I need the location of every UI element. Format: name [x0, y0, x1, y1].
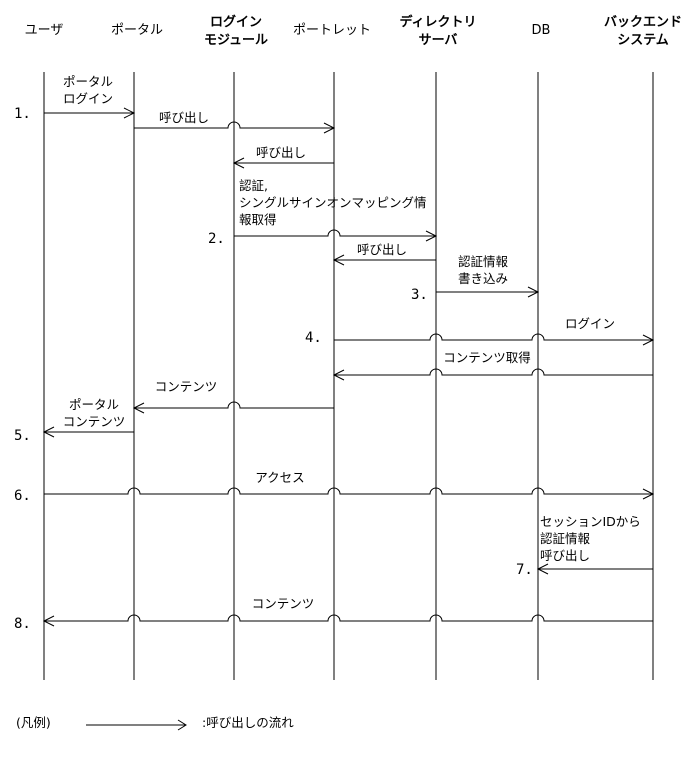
- message-arrowhead-dir-to-portlet: [332, 254, 345, 266]
- message-label-3-line-1: シングルサインオンマッピング情: [239, 195, 427, 210]
- step-number-6: 6.: [14, 488, 31, 504]
- message-label-8-line-0: コンテンツ: [155, 379, 218, 394]
- message-arrow-portal-to-portlet: [134, 121, 334, 129]
- message-label-0-line-1: ログイン: [63, 91, 113, 106]
- message-label-5-line-0: 認証情報: [458, 254, 509, 269]
- participant-dir-line-0: ディレクトリ: [399, 14, 476, 30]
- message-arrowhead-backend-to-user: [42, 615, 55, 627]
- message-arrowhead-portal-to-portlet: [323, 122, 336, 134]
- participant-db-line-0: DB: [532, 23, 551, 38]
- message-label-11-line-2: 呼び出し: [540, 548, 590, 563]
- step-number-4: 4.: [305, 330, 322, 346]
- step-number-3: 3.: [411, 287, 428, 303]
- message-arrowhead-portlet-to-portal: [132, 402, 145, 414]
- step-number-2: 2.: [208, 231, 225, 247]
- participant-user-line-0: ユーザ: [25, 23, 64, 38]
- message-arrow-login-to-dir: [234, 229, 436, 237]
- message-arrowhead-dir-to-db: [527, 286, 540, 298]
- step-numbers: 1. 2. 3. 4. 5. 6. 7. 8.: [14, 106, 533, 632]
- messages: ポータルログイン呼び出し呼び出し認証,シングルサインオンマッピング情報取得呼び出…: [42, 74, 655, 627]
- message-label-3-line-2: 報取得: [239, 212, 277, 227]
- legend-arrow-head: [177, 719, 187, 731]
- participant-backend-line-0: バックエンド: [604, 15, 682, 30]
- message-label-12-line-0: コンテンツ: [252, 596, 315, 611]
- message-label-10-line-0: アクセス: [255, 470, 304, 485]
- message-label-9-line-1: コンテンツ: [63, 414, 126, 429]
- message-arrowhead-backend-to-portlet: [332, 369, 345, 381]
- message-label-9-line-0: ポータル: [69, 397, 119, 412]
- message-arrowhead-portlet-to-backend: [642, 334, 655, 346]
- step-number-1: 1.: [14, 106, 31, 122]
- legend-label: (凡例): [16, 715, 51, 730]
- message-arrow-backend-to-user: [44, 614, 653, 622]
- participant-portlet-line-0: ポートレット: [293, 23, 371, 38]
- message-arrowhead-user-to-portal: [123, 107, 136, 119]
- message-arrow-portlet-to-portal: [134, 401, 334, 409]
- message-label-6-line-0: ログイン: [565, 316, 615, 331]
- participant-dir-line-1: サーバ: [419, 33, 458, 48]
- message-arrow-user-to-backend: [44, 487, 653, 495]
- participant-portal-line-0: ポータル: [111, 23, 163, 38]
- message-label-3-line-0: 認証,: [239, 178, 268, 193]
- message-label-11-line-1: 認証情報: [540, 531, 591, 546]
- message-label-11-line-0: セッションIDから: [540, 514, 641, 529]
- message-arrowhead-login-to-dir: [425, 230, 438, 242]
- message-arrowhead-user-to-backend: [642, 488, 655, 500]
- message-label-4-line-0: 呼び出し: [357, 242, 407, 257]
- message-arrowhead-backend-to-db: [536, 563, 549, 575]
- message-label-7-line-0: コンテンツ取得: [443, 350, 531, 365]
- message-label-0-line-0: ポータル: [63, 74, 113, 89]
- lifelines: [43, 72, 654, 680]
- message-arrowhead-portlet-to-login: [232, 157, 245, 169]
- participant-login-line-1: モジュール: [204, 33, 268, 48]
- participant-login-line-0: ログイン: [210, 14, 262, 30]
- message-arrow-backend-to-portlet: [334, 368, 653, 376]
- step-number-8: 8.: [14, 616, 31, 632]
- legend: (凡例) :呼び出しの流れ: [16, 715, 294, 731]
- message-arrow-portlet-to-backend: [334, 333, 653, 341]
- message-label-1-line-0: 呼び出し: [159, 110, 209, 125]
- message-label-5-line-1: 書き込み: [458, 271, 508, 286]
- message-label-2-line-0: 呼び出し: [256, 145, 306, 160]
- step-number-7: 7.: [516, 562, 533, 578]
- step-number-5: 5.: [14, 428, 31, 444]
- message-arrowhead-portal-to-user: [42, 426, 55, 438]
- participant-backend-line-1: システム: [617, 33, 669, 48]
- legend-description: :呼び出しの流れ: [202, 715, 294, 730]
